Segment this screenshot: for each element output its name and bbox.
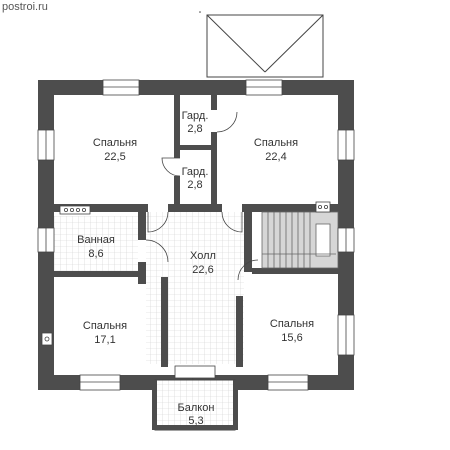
room-name-bedroom-2: Спальня bbox=[254, 137, 298, 149]
room-area-bedroom-2: 22,4 bbox=[265, 151, 286, 163]
room-labels: Спальня 22,5 Гард. 2,8 Спальня 22,4 Гард… bbox=[77, 110, 314, 427]
door-openings bbox=[138, 110, 242, 262]
site-watermark: postroi.ru bbox=[2, 1, 48, 13]
room-name-closet-1: Гард. bbox=[182, 110, 209, 122]
room-area-closet-2: 2,8 bbox=[187, 179, 202, 191]
room-name-balcony: Балкон bbox=[178, 402, 215, 414]
room-name-bedroom-3: Спальня bbox=[83, 320, 127, 332]
hall-floor bbox=[146, 211, 244, 364]
room-name-closet-2: Гард. bbox=[182, 166, 209, 178]
room-area-bedroom-3: 17,1 bbox=[94, 334, 115, 346]
room-area-balcony: 5,3 bbox=[188, 415, 203, 427]
bathroom-floor bbox=[54, 216, 140, 275]
room-area-bedroom-4: 15,6 bbox=[281, 332, 302, 344]
roof-outline bbox=[206, 14, 324, 78]
room-area-bathroom: 8,6 bbox=[88, 248, 103, 260]
staircase bbox=[261, 211, 339, 269]
room-area-closet-1: 2,8 bbox=[187, 123, 202, 135]
room-name-hall: Холл bbox=[190, 250, 216, 262]
north-mark bbox=[199, 11, 201, 13]
room-name-bedroom-4: Спальня bbox=[270, 318, 314, 330]
bathroom-fixtures bbox=[41, 201, 331, 346]
balcony bbox=[152, 365, 238, 431]
room-area-hall: 22,6 bbox=[192, 264, 213, 276]
room-name-bedroom-1: Спальня bbox=[93, 137, 137, 149]
room-area-bedroom-1: 22,5 bbox=[104, 151, 125, 163]
room-name-bathroom: Ванная bbox=[77, 234, 115, 246]
windows bbox=[37, 79, 355, 391]
